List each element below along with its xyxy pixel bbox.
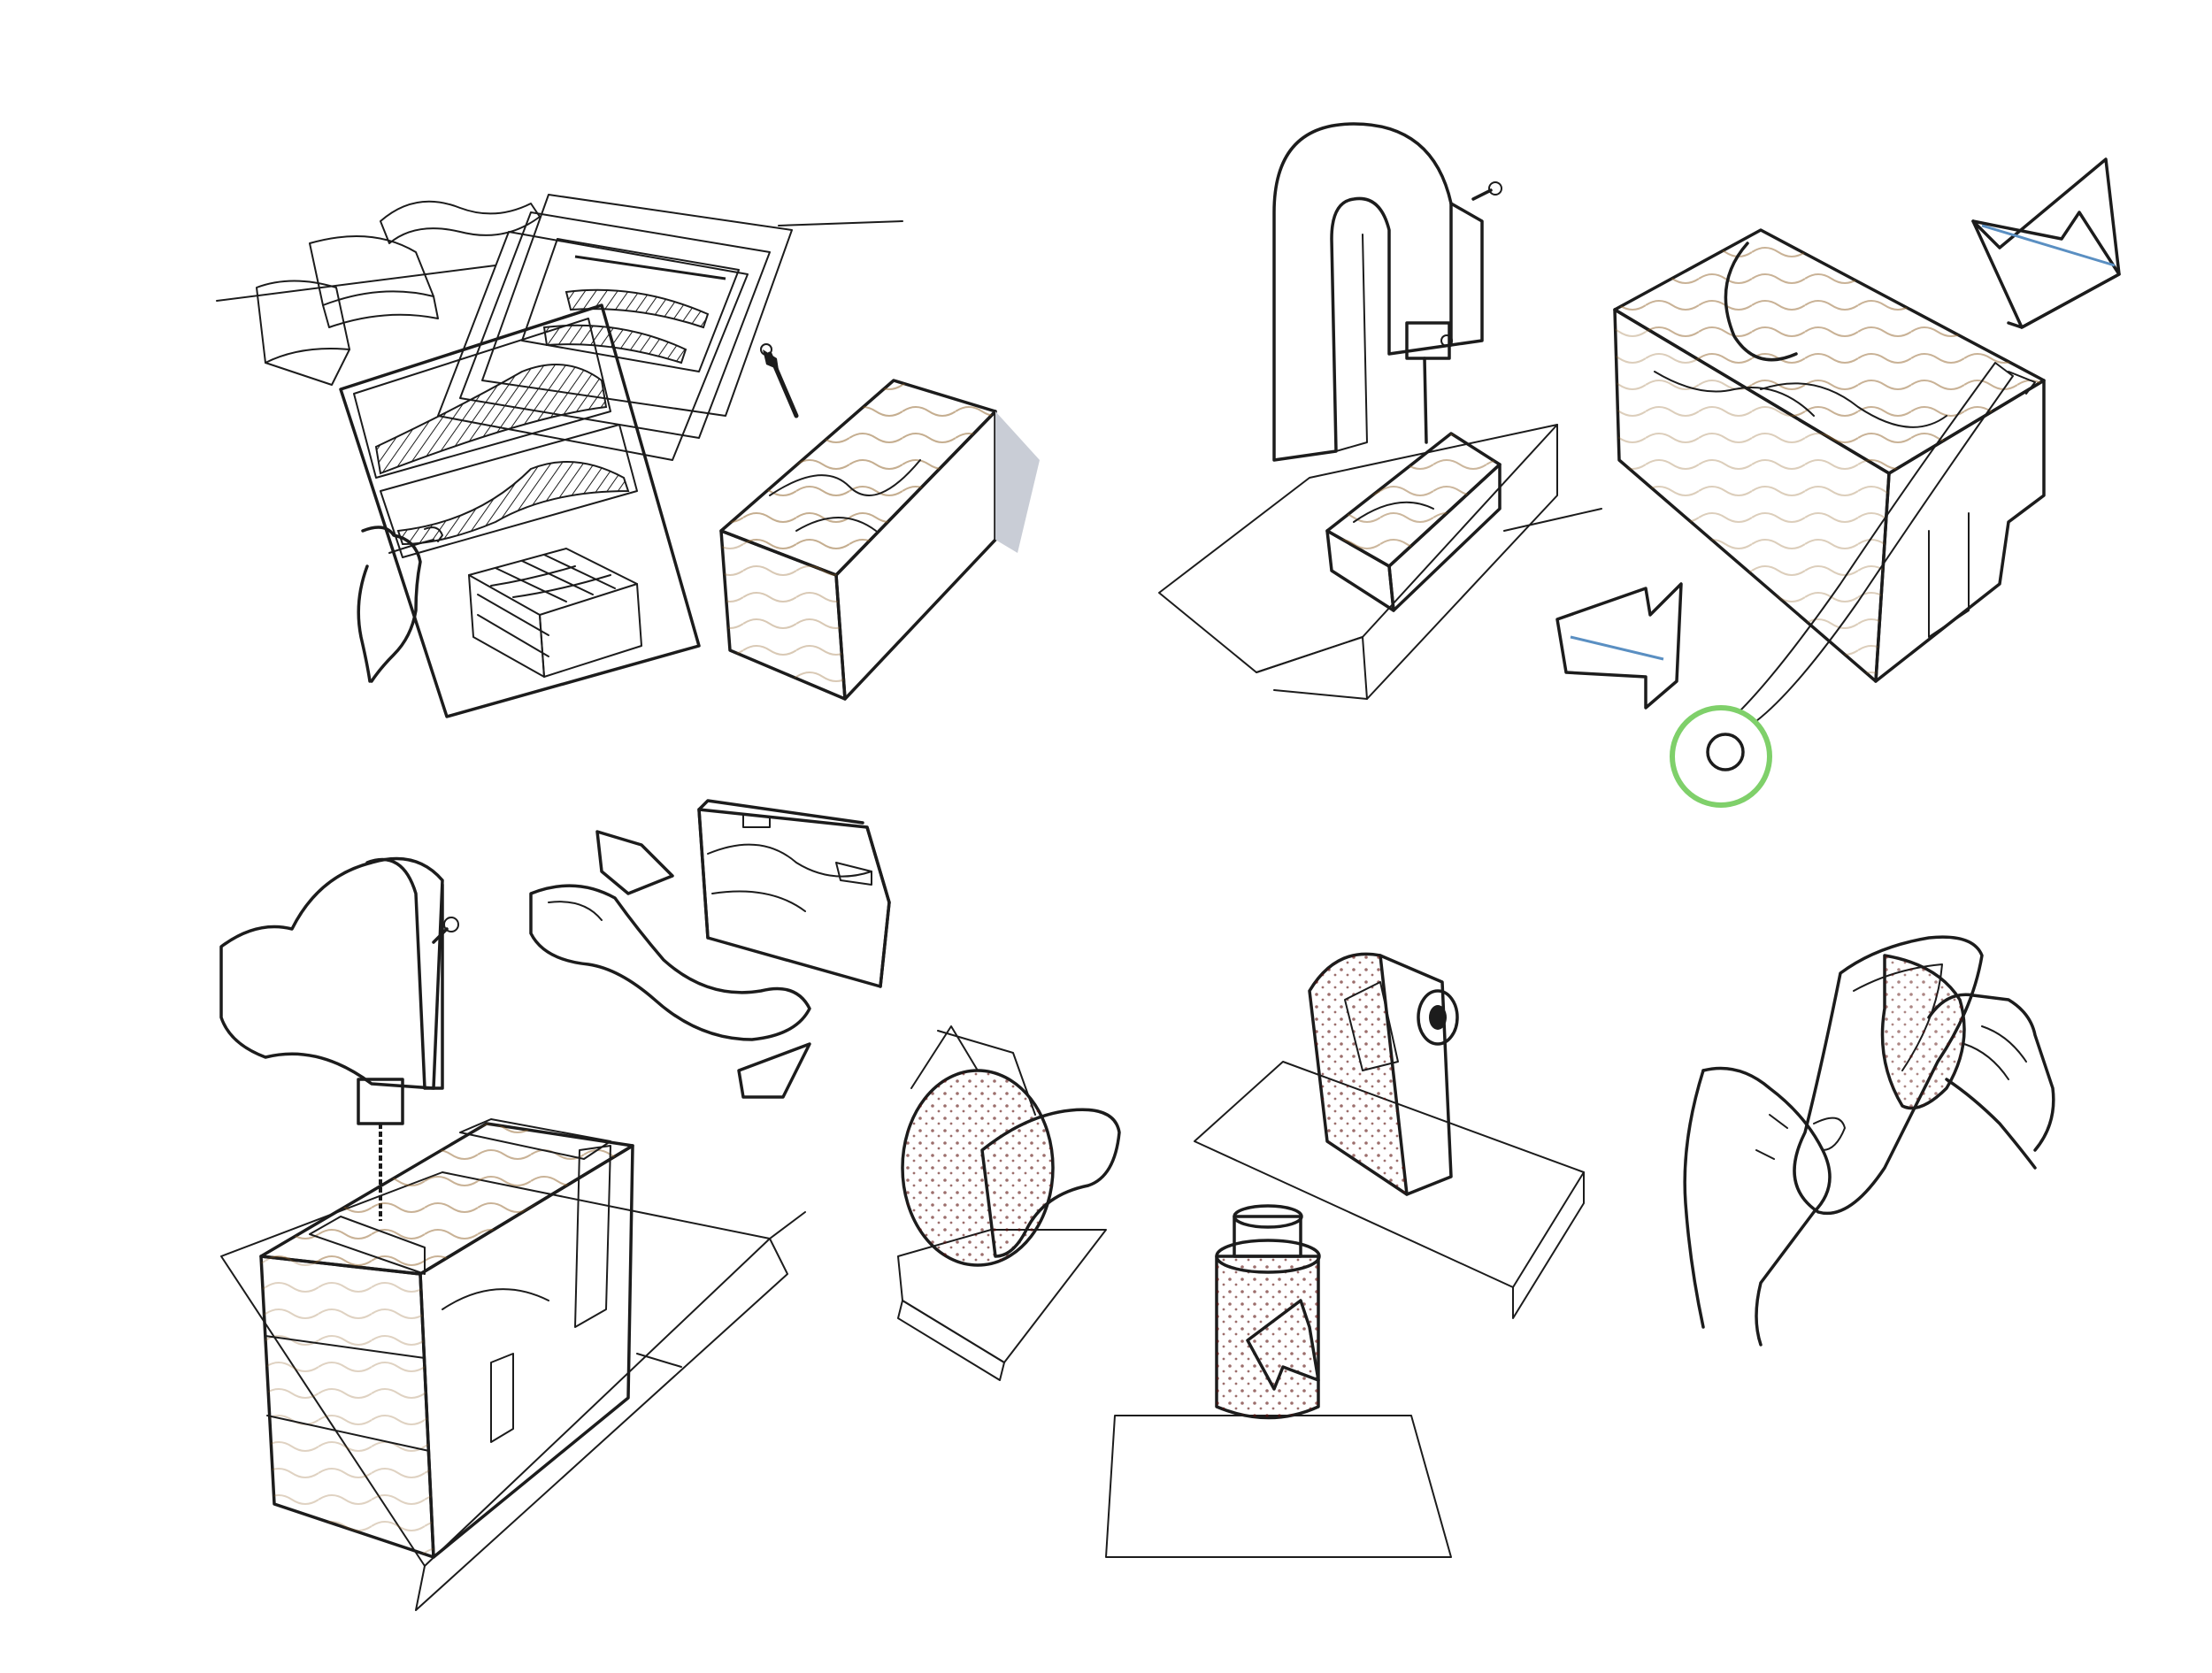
main-template-sheet	[339, 303, 701, 718]
spoon-blank	[529, 884, 811, 1041]
taped-wood-block	[1613, 228, 2046, 683]
hand-finishing-panel	[1683, 935, 2055, 1347]
sander-icon	[1105, 1204, 1452, 1558]
sandpaper	[1880, 954, 1966, 1110]
bandsaw-icon	[219, 856, 459, 1221]
hand-icon	[357, 526, 443, 683]
tape-roll	[1670, 362, 2036, 808]
sanding-panel	[897, 952, 1585, 1558]
template-planning-panel	[216, 194, 1040, 718]
pen-icon	[760, 343, 799, 418]
bandsaw-icon	[1272, 122, 1502, 462]
wood-offcut	[595, 830, 811, 1099]
bandsaw-cut-panel	[1158, 122, 2121, 808]
sander-icon	[897, 1025, 1121, 1381]
hand-icon	[1927, 993, 2055, 1170]
grid-block-sketch	[468, 548, 642, 678]
taped-wood-block	[259, 1118, 634, 1559]
blue-foam-pieces	[256, 200, 541, 386]
template-sheets	[437, 194, 793, 461]
sander-icon	[1194, 952, 1585, 1319]
arrow-icon	[1555, 582, 1683, 710]
arrow-icon	[1971, 157, 2121, 329]
rough-cutout-panel	[219, 799, 891, 1611]
wood-offcut-block	[697, 799, 891, 988]
wood-block	[719, 379, 1040, 701]
wood-block-small	[1325, 432, 1502, 612]
hand-icon	[1683, 1066, 1846, 1347]
